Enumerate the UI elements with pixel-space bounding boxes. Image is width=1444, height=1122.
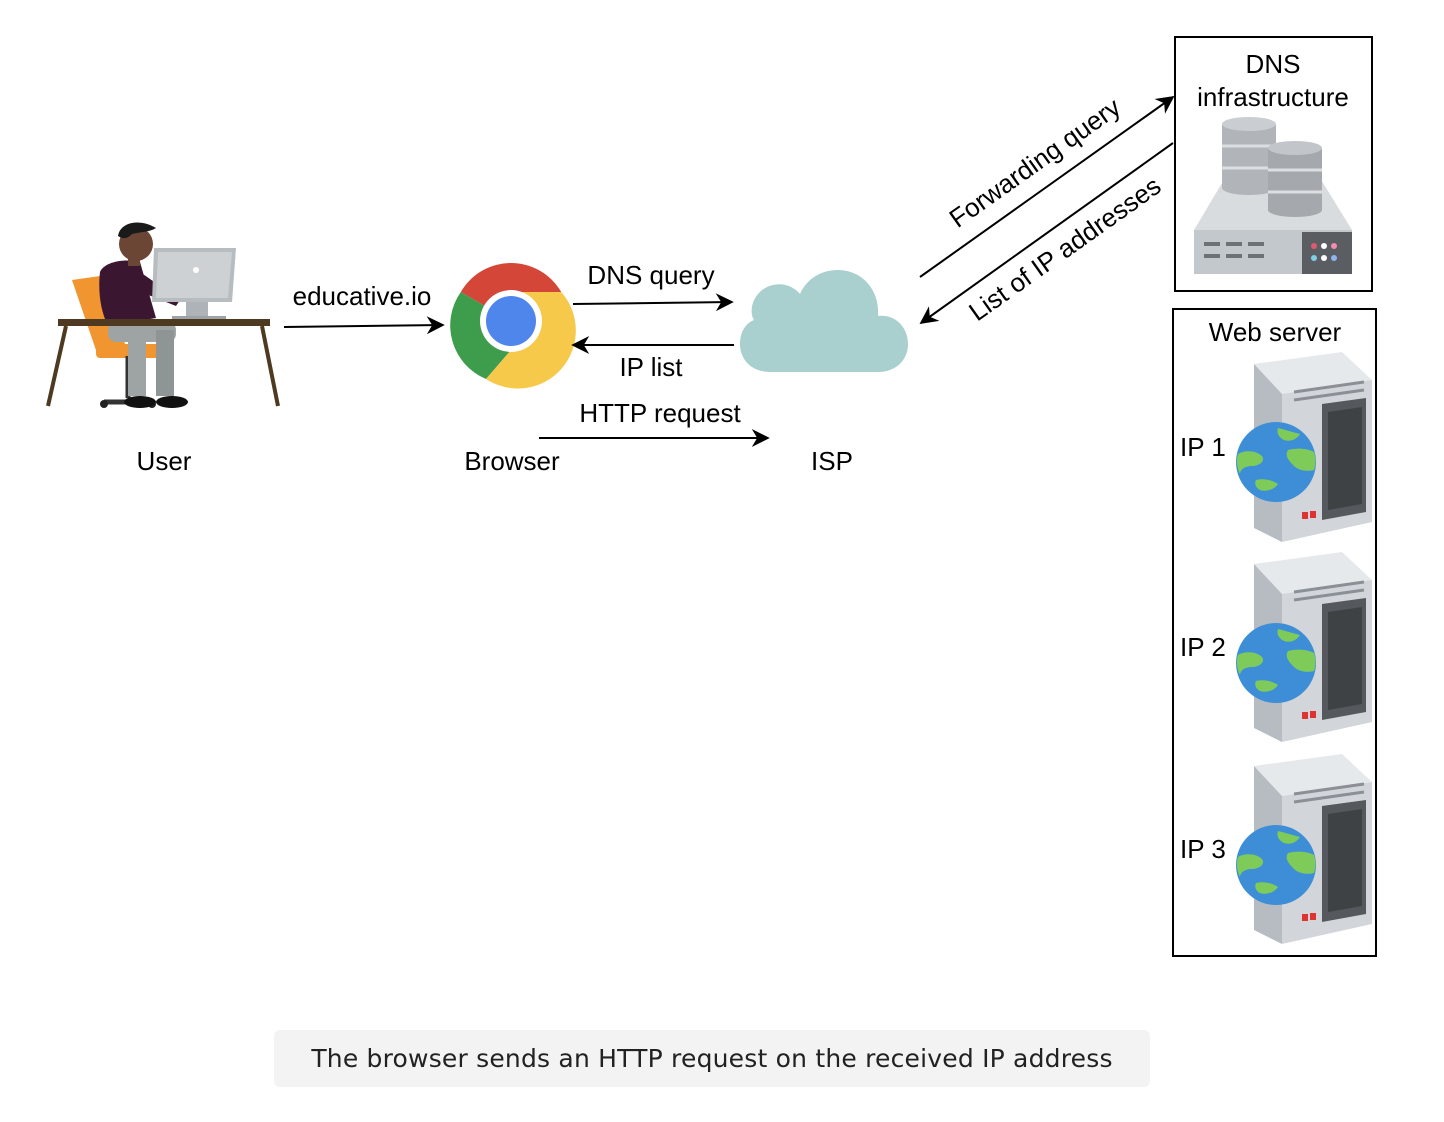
label-http-request: HTTP request [579,398,741,428]
server-ip-label: IP 1 [1180,432,1226,462]
isp-cloud-icon [740,270,908,372]
label-ip-list: IP list [619,352,683,382]
globe-icon [1236,623,1316,703]
isp-label: ISP [811,446,853,476]
dns-server-icon [1194,117,1352,274]
chrome-icon-drawn [450,263,576,389]
arrow-forwarding-query [919,95,1175,278]
server-ip-label: IP 3 [1180,834,1226,864]
web-server-title: Web server [1209,317,1342,347]
user-label: User [137,446,192,476]
user-illustration [46,222,280,408]
arrow-dns-query [572,293,734,312]
label-dns-query: DNS query [587,260,714,290]
globe-icon [1236,422,1316,502]
label-educative-io: educative.io [293,281,432,311]
server-ip-label: IP 2 [1180,632,1226,662]
caption-text: The browser sends an HTTP request on the… [311,1044,1113,1073]
globe-icon [1236,825,1316,905]
arrow-user-to-browser [283,316,445,335]
arrow-list-of-ips [919,142,1174,325]
caption-box: The browser sends an HTTP request on the… [274,1030,1150,1087]
dns-title-line2: infrastructure [1197,82,1349,112]
browser-label: Browser [464,446,560,476]
dns-title-line1: DNS [1246,49,1301,79]
